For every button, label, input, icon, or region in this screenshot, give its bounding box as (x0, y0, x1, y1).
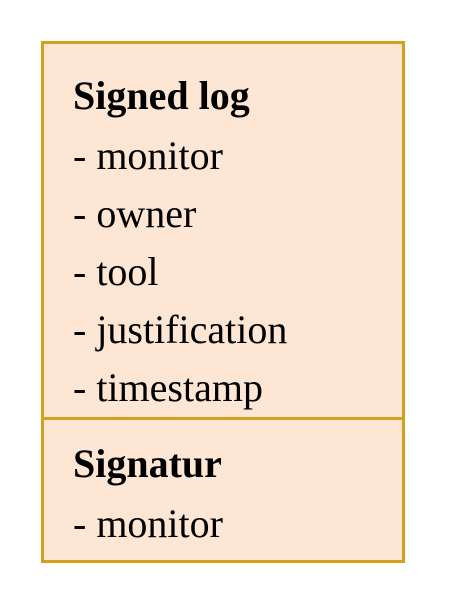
signed-log-field-monitor: - monitor (73, 133, 223, 178)
signed-log-field-justification: - justification (73, 307, 288, 352)
signatur-title: Signatur (73, 441, 222, 486)
signed-log-field-tool: - tool (73, 249, 159, 294)
signed-log-field-timestamp: - timestamp (73, 365, 263, 410)
signed-log-field-owner: - owner (73, 191, 197, 236)
signatur-field-monitor: - monitor (73, 501, 223, 546)
class-box: Signed log - monitor - owner - tool - ju… (41, 41, 405, 563)
signatur-section: Signatur - monitor (44, 417, 402, 560)
signed-log-section: Signed log - monitor - owner - tool - ju… (44, 44, 402, 417)
signed-log-title: Signed log (73, 73, 250, 118)
